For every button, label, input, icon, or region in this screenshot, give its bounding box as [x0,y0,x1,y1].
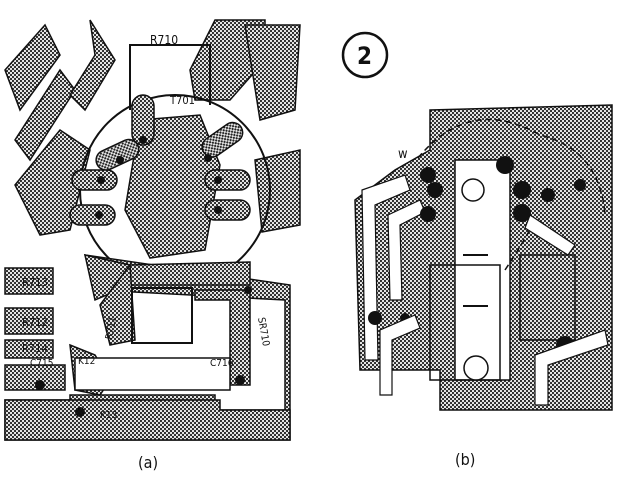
dashed-outline [417,118,606,216]
r711-pad [99,262,136,346]
label-k13: K13 [100,410,117,421]
label-r710: R710 [150,33,178,47]
pad [541,188,555,202]
figure-number: 2 [357,42,372,70]
bottom-window [74,357,231,391]
trace-gap-b-3 [524,214,576,256]
panel-b-labels: w (b) [398,147,475,469]
pad [574,179,586,191]
pad [496,156,514,174]
right-pad [519,254,576,341]
r713-body [4,267,54,295]
pin-pad [204,169,251,191]
figure-number-circle [341,31,389,79]
pin-hole [97,176,105,184]
panel-a-labels: R710 T701 R713 R712 R714 C715 K12 K13 R7… [22,33,271,472]
pad [244,286,252,294]
trace-a-7 [254,149,301,233]
pad [513,204,531,222]
r712-body [4,307,54,335]
trace-gap-b-5 [379,314,421,396]
r711-outline [131,287,193,344]
trace-gap-b-2 [387,199,426,301]
trace-gap-b-4 [534,329,609,406]
inner-block [429,264,501,381]
pin-pad [71,169,118,191]
trace-a-5 [189,19,266,101]
caption-a: (a) [138,453,158,472]
label-r711: R711 [104,316,119,341]
pin-pad [201,121,244,158]
trace-a-6 [244,24,301,121]
pin-pad [131,94,155,146]
pad [75,407,85,417]
label-t701: T701 [169,94,195,107]
mount-hole [463,355,489,381]
label-c716: C716 [210,358,234,369]
pad [235,375,245,385]
pin-pad [69,204,116,226]
trace-a-3 [69,19,116,112]
caption-b: (b) [455,450,475,469]
pin-hole [204,154,212,162]
pin-hole [139,136,147,144]
label-w: w [398,147,408,162]
panel-a-board [4,19,301,441]
pad [420,206,436,222]
pin-hole [95,211,103,219]
pad [427,182,443,198]
label-r713: R713 [22,276,48,289]
c715-body [4,364,66,391]
pin-hole [116,156,124,164]
pad [368,311,382,325]
pin-hole [214,206,222,214]
mount-hole [461,178,485,202]
pad [35,380,45,390]
center-pad [124,114,221,259]
trace-a-2 [14,68,76,162]
transformer-pins [69,94,251,226]
pin-pad [204,199,251,221]
label-k12: K12 [78,356,95,367]
pin-pad [95,138,140,171]
bottom-left-block [4,399,291,441]
trace-a-1 [4,23,61,112]
pad [420,167,436,183]
label-r714: R714 [22,342,48,355]
label-r712: R712 [22,316,48,329]
label-c715: C715 [30,358,53,369]
label-sr710: SR710 [255,317,271,348]
r714-body [4,339,54,359]
pin-hole [214,176,222,184]
r710-outline [129,44,211,110]
panel-b-board [354,104,613,411]
pad [513,181,531,199]
